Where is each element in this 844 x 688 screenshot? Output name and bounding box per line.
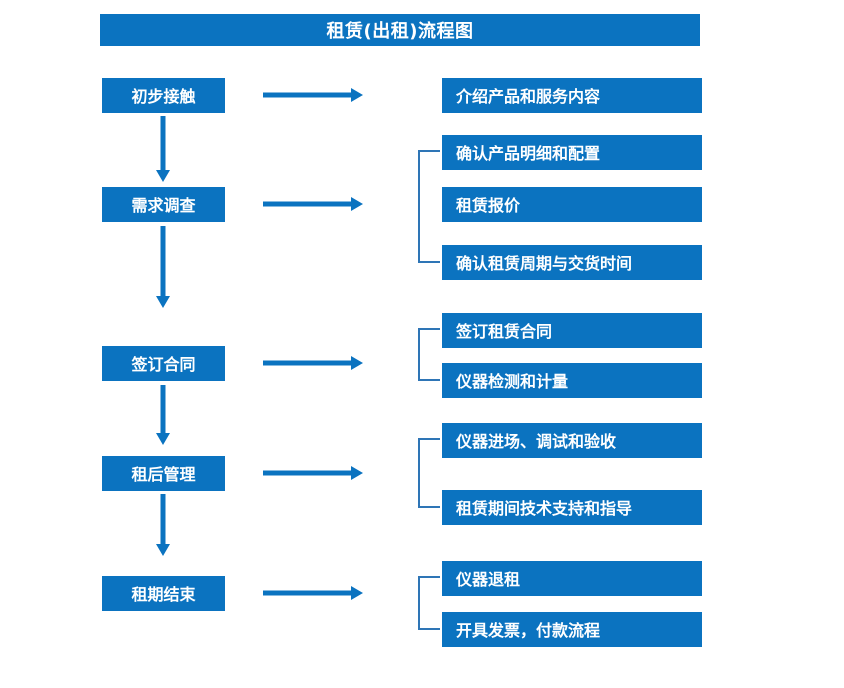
stage-box-2[interactable]: 需求调查 [102,187,225,222]
detail-box-3-1[interactable]: 签订租赁合同 [442,313,702,348]
detail-box-4-2[interactable]: 租赁期间技术支持和指导 [442,490,702,525]
arrow-right-icon-5 [263,586,363,600]
detail-box-3-2[interactable]: 仪器检测和计量 [442,363,702,398]
stage-box-3[interactable]: 签订合同 [102,346,225,381]
arrow-down-icon-3 [156,385,170,445]
detail-box-2-2[interactable]: 租赁报价 [442,187,702,222]
arrow-right-icon-4 [263,466,363,480]
stage-box-5[interactable]: 租期结束 [102,576,225,611]
detail-box-1-1[interactable]: 介绍产品和服务内容 [442,78,702,113]
group-bracket-2 [416,150,440,263]
detail-box-4-1[interactable]: 仪器进场、调试和验收 [442,423,702,458]
arrow-right-icon-2 [263,197,363,211]
page-title: 租赁(出租)流程图 [100,14,700,46]
group-bracket-4 [416,438,440,508]
arrow-down-icon-4 [156,494,170,556]
detail-box-5-2[interactable]: 开具发票，付款流程 [442,612,702,647]
group-bracket-3 [416,328,440,381]
arrow-down-icon-2 [156,226,170,308]
arrow-down-icon-1 [156,116,170,182]
detail-box-2-1[interactable]: 确认产品明细和配置 [442,135,702,170]
stage-box-4[interactable]: 租后管理 [102,456,225,491]
arrow-right-icon-1 [263,88,363,102]
detail-box-5-1[interactable]: 仪器退租 [442,561,702,596]
detail-box-2-3[interactable]: 确认租赁周期与交货时间 [442,245,702,280]
arrow-right-icon-3 [263,356,363,370]
stage-box-1[interactable]: 初步接触 [102,78,225,113]
group-bracket-5 [416,576,440,630]
